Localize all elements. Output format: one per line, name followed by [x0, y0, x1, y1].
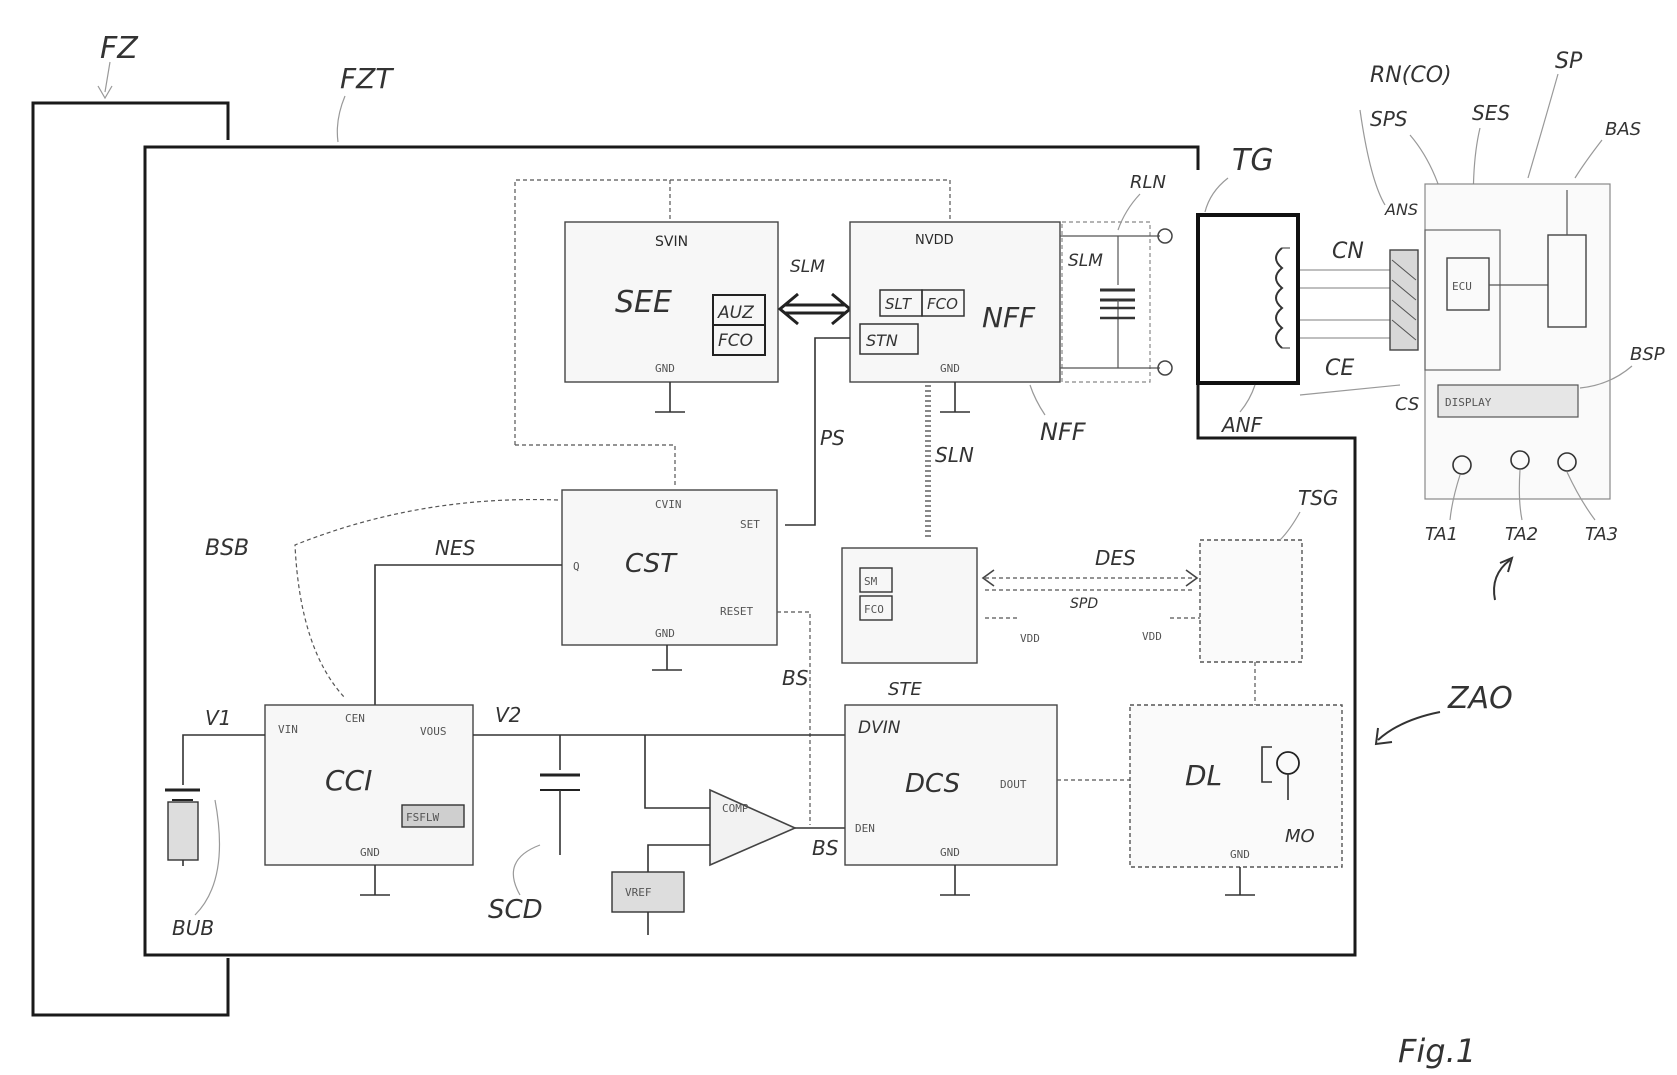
cst-pin-q: Q — [573, 560, 580, 573]
label-fzt: FZT — [340, 62, 394, 95]
see-pin-svin: SVIN — [655, 234, 688, 250]
tg-transformer: TG ANF — [1198, 143, 1298, 437]
cst-pin-reset: RESET — [720, 605, 753, 618]
see-block: SVIN SEE AUZ FCO GND — [565, 222, 778, 412]
label-rln: RLN — [1130, 172, 1166, 193]
label-ta2: TA2 — [1505, 524, 1538, 545]
label-fz: FZ — [100, 31, 139, 66]
label-ce: CE — [1325, 356, 1354, 381]
label-ta3: TA3 — [1585, 524, 1618, 545]
label-vdd-left: VDD — [1020, 632, 1040, 645]
cci-pin-cen: CEN — [345, 712, 365, 725]
cci-pin-vous: VOUS — [420, 725, 447, 738]
slm-label: SLM — [790, 257, 825, 277]
sp-ecu: ECU — [1452, 280, 1472, 293]
dl-block: DL GND MO — [1130, 705, 1342, 895]
see-fco: FCO — [718, 331, 753, 351]
nes-wire — [375, 565, 562, 705]
label-ans: ANS — [1384, 200, 1418, 219]
label-ste: STE — [888, 679, 922, 700]
label-bs-top: BS — [782, 666, 809, 690]
label-bs-bottom: BS — [812, 836, 839, 860]
dl-name: DL — [1185, 759, 1222, 792]
cst-gnd: GND — [655, 627, 675, 640]
nff-pin-nvdd: NVDD — [915, 233, 954, 248]
see-gnd: GND — [655, 362, 675, 375]
label-scd: SCD — [488, 895, 543, 925]
bub-battery: V1 BUB — [165, 706, 265, 940]
cst-name: CST — [625, 549, 678, 579]
dcs-gnd: GND — [940, 846, 960, 859]
ste-block: SM FCO STE — [842, 548, 977, 700]
label-vdd-right: VDD — [1142, 630, 1162, 643]
cst-block: CVIN SET RESET Q CST GND — [562, 490, 777, 670]
sp-unit: ECU DISPLAY BSP TA1 TA2 TA3 — [1425, 184, 1665, 545]
sp-display: DISPLAY — [1445, 396, 1492, 409]
nff-stn: STN — [866, 331, 898, 350]
dl-gnd: GND — [1230, 848, 1250, 861]
slm-link: SLM — [780, 257, 850, 324]
ste-fco: FCO — [864, 603, 884, 616]
label-cs: CS — [1395, 394, 1419, 415]
cci-name: CCI — [325, 764, 372, 797]
cst-pin-cvin: CVIN — [655, 498, 682, 511]
cci-fsflw: FSFLW — [406, 811, 439, 824]
label-nes: NES — [435, 536, 476, 560]
label-des: DES — [1095, 546, 1136, 570]
des-spd-links: DES SPD VDD VDD — [983, 546, 1200, 645]
dcs-pin-dout: DOUT — [1000, 778, 1027, 791]
dcs-pin-den: DEN — [855, 822, 875, 835]
see-name: SEE — [615, 285, 672, 320]
label-tsg: TSG — [1298, 486, 1338, 510]
slm-cap-label: SLM — [1068, 251, 1103, 271]
label-cn: CN — [1332, 239, 1364, 264]
label-v2: V2 — [495, 703, 521, 727]
slm-cap-network: SLM RLN — [1060, 172, 1172, 382]
dcs-pin-dvin: DVIN — [858, 718, 901, 738]
cvin-feed — [515, 445, 675, 487]
ste-sm: SM — [864, 575, 878, 588]
comp-label: COMP — [722, 802, 749, 815]
see-auz: AUZ — [717, 303, 754, 323]
label-ps: PS — [820, 426, 845, 450]
label-nff-ref: NFF — [1040, 418, 1087, 446]
nff-gnd: GND — [940, 362, 960, 375]
label-tg: TG — [1232, 143, 1274, 178]
label-bub: BUB — [172, 916, 214, 940]
cci-gnd: GND — [360, 846, 380, 859]
label-sps: SPS — [1370, 107, 1408, 131]
fz-frame: FZ — [33, 31, 228, 1015]
nff-fco: FCO — [927, 295, 958, 313]
cci-pin-vin: VIN — [278, 723, 298, 736]
nff-name: NFF — [982, 301, 1036, 334]
ans-antenna: ANS — [1360, 110, 1418, 350]
label-bsp: BSP — [1630, 344, 1665, 365]
label-ses: SES — [1472, 101, 1510, 125]
bsb-link — [295, 500, 558, 698]
label-bas: BAS — [1605, 119, 1641, 140]
label-sln: SLN — [935, 443, 974, 467]
figure-caption: Fig.1 — [1398, 1032, 1476, 1070]
label-spd: SPD — [1070, 596, 1098, 612]
scd-capacitor: SCD — [488, 735, 580, 925]
vref-label: VREF — [625, 886, 652, 899]
label-ta1: TA1 — [1425, 524, 1458, 545]
label-anf: ANF — [1220, 413, 1263, 437]
nff-block: NVDD SLT FCO STN NFF GND — [850, 222, 1060, 412]
label-v1: V1 — [205, 706, 231, 730]
cci-block: VIN CEN VOUS CCI FSFLW GND — [265, 705, 473, 895]
label-rn-co: RN(CO) — [1370, 63, 1452, 88]
nff-slt: SLT — [885, 295, 913, 313]
label-mo: MO — [1285, 826, 1315, 847]
cst-pin-set: SET — [740, 518, 760, 531]
label-zao: ZAO — [1447, 681, 1513, 716]
bs-wire — [777, 612, 810, 825]
label-bsb: BSB — [205, 536, 249, 561]
dcs-name: DCS — [905, 769, 960, 799]
dcs-block: DVIN DEN DOUT DCS GND — [845, 705, 1057, 895]
tsg-block: TSG — [1200, 486, 1338, 662]
label-sp: SP — [1555, 49, 1583, 74]
